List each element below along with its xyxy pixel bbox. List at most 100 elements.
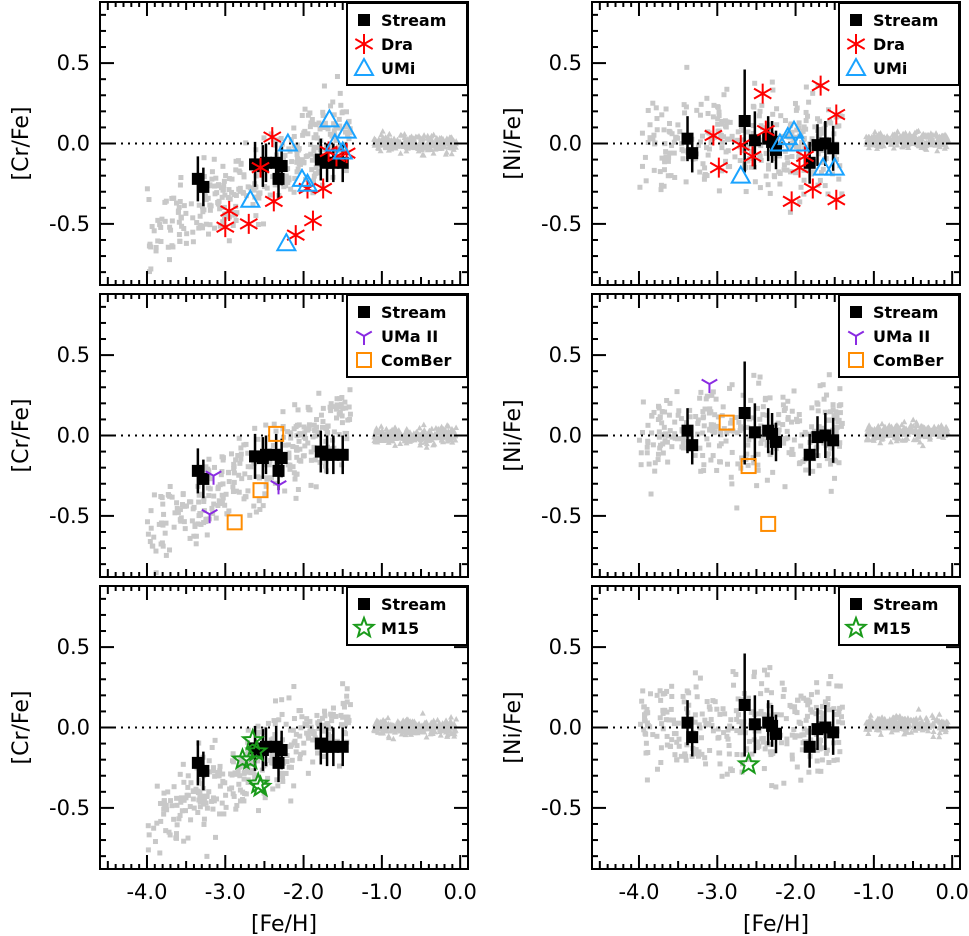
data-point [736, 751, 761, 775]
data-point [777, 126, 799, 146]
y-tick-label: -0.5 [541, 504, 582, 528]
legend-label: Stream [381, 303, 446, 322]
series-stream [681, 361, 840, 476]
y-tick-label: -0.5 [541, 212, 582, 236]
data-point [803, 178, 822, 199]
data-point [770, 727, 782, 740]
data-point [709, 157, 729, 178]
legend-marker [355, 330, 373, 345]
series-umi [730, 119, 846, 184]
data-point [730, 164, 752, 184]
data-point [740, 458, 757, 475]
data-point [827, 189, 846, 210]
legend-label: UMa II [381, 327, 438, 346]
data-point [327, 448, 340, 461]
series-umi [239, 108, 358, 252]
x-tick-label: 0.0 [935, 880, 968, 904]
legend-marker [356, 352, 372, 368]
data-point [197, 764, 210, 777]
data-point [686, 731, 699, 744]
series-m15 [736, 751, 761, 775]
data-point [201, 508, 218, 524]
data-point [239, 188, 262, 208]
data-point [681, 716, 694, 729]
y-axis-label: [Ni/Fe] [501, 691, 526, 763]
data-point [748, 426, 761, 439]
data-point [277, 132, 299, 152]
legend-label: Stream [873, 303, 938, 322]
data-point [827, 434, 840, 447]
data-point [216, 217, 235, 238]
y-tick-label: 0.0 [549, 132, 582, 156]
data-point [248, 774, 273, 798]
data-point [197, 472, 210, 485]
data-point [244, 738, 269, 763]
y-tick-label: 0.0 [57, 132, 90, 156]
x-tick-label: -2.0 [775, 880, 816, 904]
data-point [748, 134, 761, 147]
series-uma-ii [701, 378, 718, 394]
legend-label: Stream [381, 595, 446, 614]
background-sample-cloud [636, 372, 951, 511]
data-point [324, 132, 346, 152]
data-point [718, 414, 735, 431]
legend-label: Stream [873, 11, 938, 30]
y-tick-label: 0.0 [57, 716, 90, 740]
legend-marker [354, 34, 374, 54]
data-point [811, 75, 830, 96]
legend-label: Stream [873, 595, 938, 614]
x-tick-label: 0.0 [443, 880, 476, 904]
y-axis-label: [Cr/Fe] [9, 107, 34, 181]
legend-label: UMi [873, 59, 907, 78]
legend-label: Dra [381, 35, 413, 54]
y-tick-label: 0.0 [57, 424, 90, 448]
plot-frame [99, 293, 469, 578]
data-point [681, 424, 694, 437]
data-point [263, 127, 282, 148]
data-point [270, 479, 287, 495]
y-axis-label: [Ni/Fe] [501, 399, 526, 471]
legend-label: M15 [873, 619, 911, 638]
data-point [220, 201, 239, 222]
data-point [743, 146, 762, 167]
data-point [239, 213, 258, 234]
data-point [686, 439, 699, 452]
y-tick-label: 0.5 [57, 343, 90, 367]
y-tick-label: 0.5 [57, 635, 90, 659]
data-point [318, 108, 341, 128]
legend-marker [850, 306, 862, 318]
data-point [686, 147, 699, 160]
data-point [296, 172, 319, 192]
legend-marker [850, 598, 862, 610]
data-point [313, 178, 333, 199]
legend-label: M15 [381, 619, 419, 638]
data-point [286, 225, 305, 246]
legend-box [346, 294, 468, 378]
data-point [790, 157, 809, 178]
legend-marker [353, 56, 375, 76]
data-point [827, 104, 846, 125]
data-point [245, 770, 271, 795]
y-tick-label: 0.5 [57, 51, 90, 75]
data-point [251, 157, 270, 178]
series-uma-ii [201, 470, 287, 524]
legend-marker [848, 352, 864, 368]
series-stream [191, 430, 349, 499]
data-point [753, 83, 772, 104]
series-comber [718, 414, 777, 532]
data-point [332, 140, 354, 160]
data-point [738, 698, 751, 711]
y-axis-label: [Ni/Fe] [501, 107, 526, 179]
x-tick-label: -3.0 [697, 880, 738, 904]
data-point [681, 132, 694, 145]
data-point [275, 160, 288, 173]
y-tick-label: 0.0 [549, 716, 582, 740]
x-tick-label: -4.0 [618, 880, 659, 904]
data-point [205, 470, 222, 485]
